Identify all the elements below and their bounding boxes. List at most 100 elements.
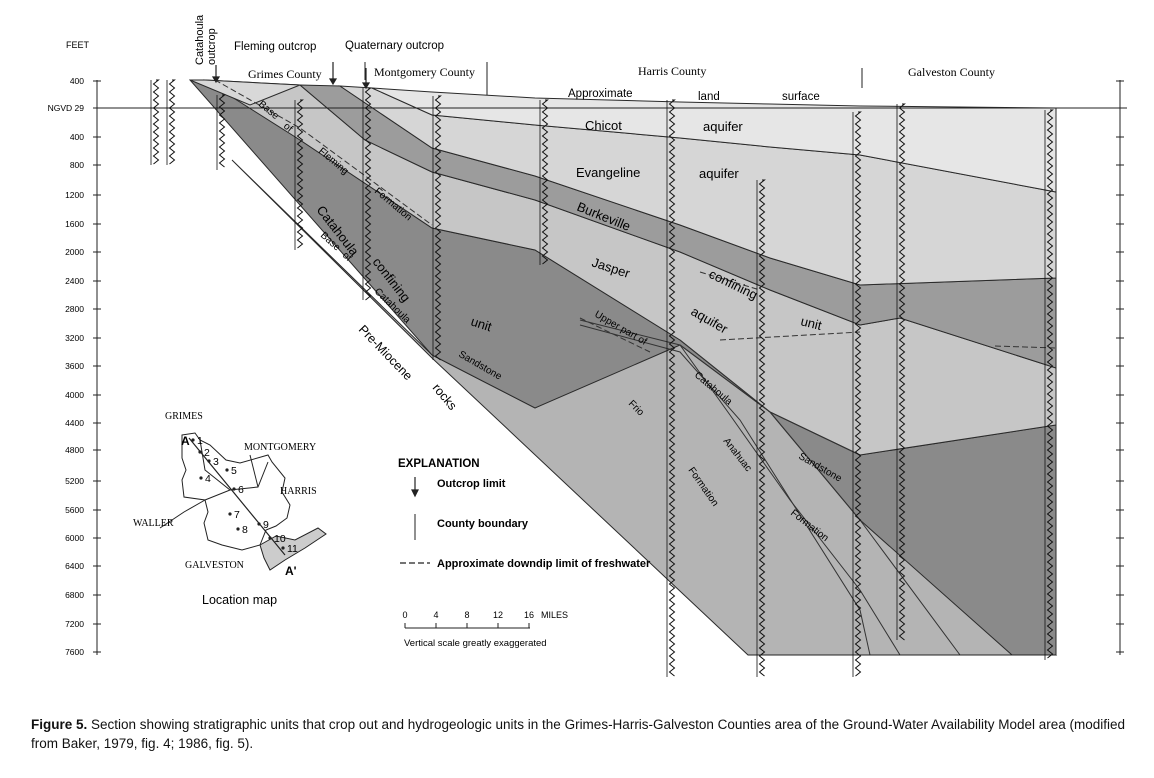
map-well-dot xyxy=(236,527,240,531)
map-well-number: 10 xyxy=(274,533,286,545)
label-chicot: Chicot xyxy=(585,118,622,133)
map-grimes: GRIMES xyxy=(165,411,203,422)
depth-tick-label: 5600 xyxy=(65,505,84,515)
map-well-dot xyxy=(232,487,236,491)
well-log-trace xyxy=(218,94,226,168)
scale-bar: 0 4 8 12 16 MILES Vertical scale greatly exa… xyxy=(402,610,568,649)
depth-tick-label: 4000 xyxy=(65,390,84,400)
land-surface-word1: Approximate xyxy=(568,88,633,100)
well-log-trace xyxy=(758,179,766,677)
well-log-trace xyxy=(1046,109,1054,659)
depth-tick-label: 7200 xyxy=(65,619,84,629)
map-galveston: GALVESTON xyxy=(185,560,244,571)
depth-tick-label: 400 xyxy=(70,76,84,86)
well-log-trace xyxy=(152,79,160,165)
scale-unit: MILES xyxy=(541,610,568,620)
depth-tick-label: 6800 xyxy=(65,590,84,600)
depth-axis-unit: FEET xyxy=(66,40,90,50)
map-well-dot xyxy=(207,459,211,463)
well-log-trace xyxy=(898,103,906,641)
depth-tick-label: 2000 xyxy=(65,247,84,257)
scale-tick-label: 8 xyxy=(464,610,469,620)
map-label-a-prime: A' xyxy=(285,564,297,578)
well-log-trace xyxy=(541,99,549,265)
well-log-trace xyxy=(364,87,372,301)
well-log-trace xyxy=(854,111,862,677)
label-evangeline: Evangeline xyxy=(576,165,640,180)
depth-tick-label: 1600 xyxy=(65,219,84,229)
scale-note: Vertical scale greatly exaggerated xyxy=(404,638,547,649)
map-well-number: 5 xyxy=(231,465,237,477)
map-well-number: 6 xyxy=(238,484,244,496)
figure-caption: Figure 5. Section showing stratigraphic … xyxy=(31,715,1141,753)
depth-tick-label: 7600 xyxy=(65,647,84,657)
map-well-dot xyxy=(198,450,202,454)
depth-tick-label: 2800 xyxy=(65,304,84,314)
depth-tick-label: 1200 xyxy=(65,190,84,200)
depth-tick-label: 4800 xyxy=(65,445,84,455)
scale-tick-label: 12 xyxy=(493,610,503,620)
map-well-number: 9 xyxy=(263,519,269,531)
scale-tick-label: 0 xyxy=(402,610,407,620)
map-well-number: 4 xyxy=(205,473,211,485)
label-chicot-aquifer: aquifer xyxy=(703,119,743,134)
depth-tick-label: 4400 xyxy=(65,418,84,428)
map-harris: HARRIS xyxy=(280,486,317,497)
unit-polygons xyxy=(188,79,1058,656)
deep-formation-lines xyxy=(579,319,961,656)
label-evangeline-aquifer: aquifer xyxy=(699,166,739,181)
map-label-a: A xyxy=(181,434,190,448)
land-surface-word3: surface xyxy=(782,91,820,103)
depth-tick-label: 800 xyxy=(70,160,84,170)
explanation: EXPLANATION Outcrop limit County boundar… xyxy=(398,458,651,570)
county-montgomery: Montgomery County xyxy=(374,65,475,79)
depth-tick-label: 2400 xyxy=(65,276,84,286)
caption-label: Figure 5. xyxy=(31,717,88,732)
county-galveston: Galveston County xyxy=(908,65,995,79)
depth-tick-label: 3600 xyxy=(65,361,84,371)
explanation-title: EXPLANATION xyxy=(398,458,480,470)
map-well-dot xyxy=(268,536,272,540)
depth-tick-label: NGVD 29 xyxy=(48,103,85,113)
map-galveston-shape xyxy=(259,527,327,571)
outcrop-limit-symbol xyxy=(411,477,419,498)
well-log-trace xyxy=(668,99,676,677)
map-well-dot xyxy=(225,468,229,472)
county-boundaries xyxy=(364,62,863,95)
label-burkeville-unit: unit xyxy=(799,313,823,333)
land-surface-word2: land xyxy=(698,91,720,103)
fleming-outcrop-label: Fleming outcrop xyxy=(234,41,316,53)
map-well-number: 7 xyxy=(234,509,240,521)
outcrop-arrows xyxy=(211,62,371,90)
catahoula-outcrop-label: Catahoula outcrop xyxy=(194,12,218,65)
map-well-dot xyxy=(228,512,232,516)
explanation-freshwater-limit: Approximate downdip limit of freshwater xyxy=(437,558,651,570)
county-harris: Harris County xyxy=(638,64,706,78)
map-well-number: 11 xyxy=(287,543,298,555)
well-log-trace xyxy=(434,95,442,361)
label-pre-miocene-rocks: rocks xyxy=(430,381,460,413)
map-well-number: 3 xyxy=(213,456,219,468)
fleming-outcrop-wedge xyxy=(189,79,301,106)
depth-tick-label: 6000 xyxy=(65,533,84,543)
map-well-dot xyxy=(257,522,261,526)
map-well-dot xyxy=(199,476,203,480)
caption-text: Section showing stratigraphic units that… xyxy=(31,717,1126,751)
map-waller: WALLER xyxy=(133,518,174,529)
map-montgomery: MONTGOMERY xyxy=(244,442,316,453)
scale-tick-label: 16 xyxy=(524,610,534,620)
freshwater-limit-lines xyxy=(214,79,1057,353)
map-well-number: 2 xyxy=(204,447,210,459)
explanation-county-boundary: County boundary xyxy=(437,518,529,530)
well-log-trace xyxy=(168,79,176,165)
county-grimes: Grimes County xyxy=(248,67,322,81)
chicot-aquifer-polygon xyxy=(371,87,1057,193)
scale-tick-label: 4 xyxy=(433,610,438,620)
explanation-outcrop-limit: Outcrop limit xyxy=(437,478,506,490)
map-well-dot xyxy=(191,438,195,442)
quaternary-outcrop-label: Quaternary outcrop xyxy=(345,40,444,52)
depth-tick-label: 5200 xyxy=(65,476,84,486)
